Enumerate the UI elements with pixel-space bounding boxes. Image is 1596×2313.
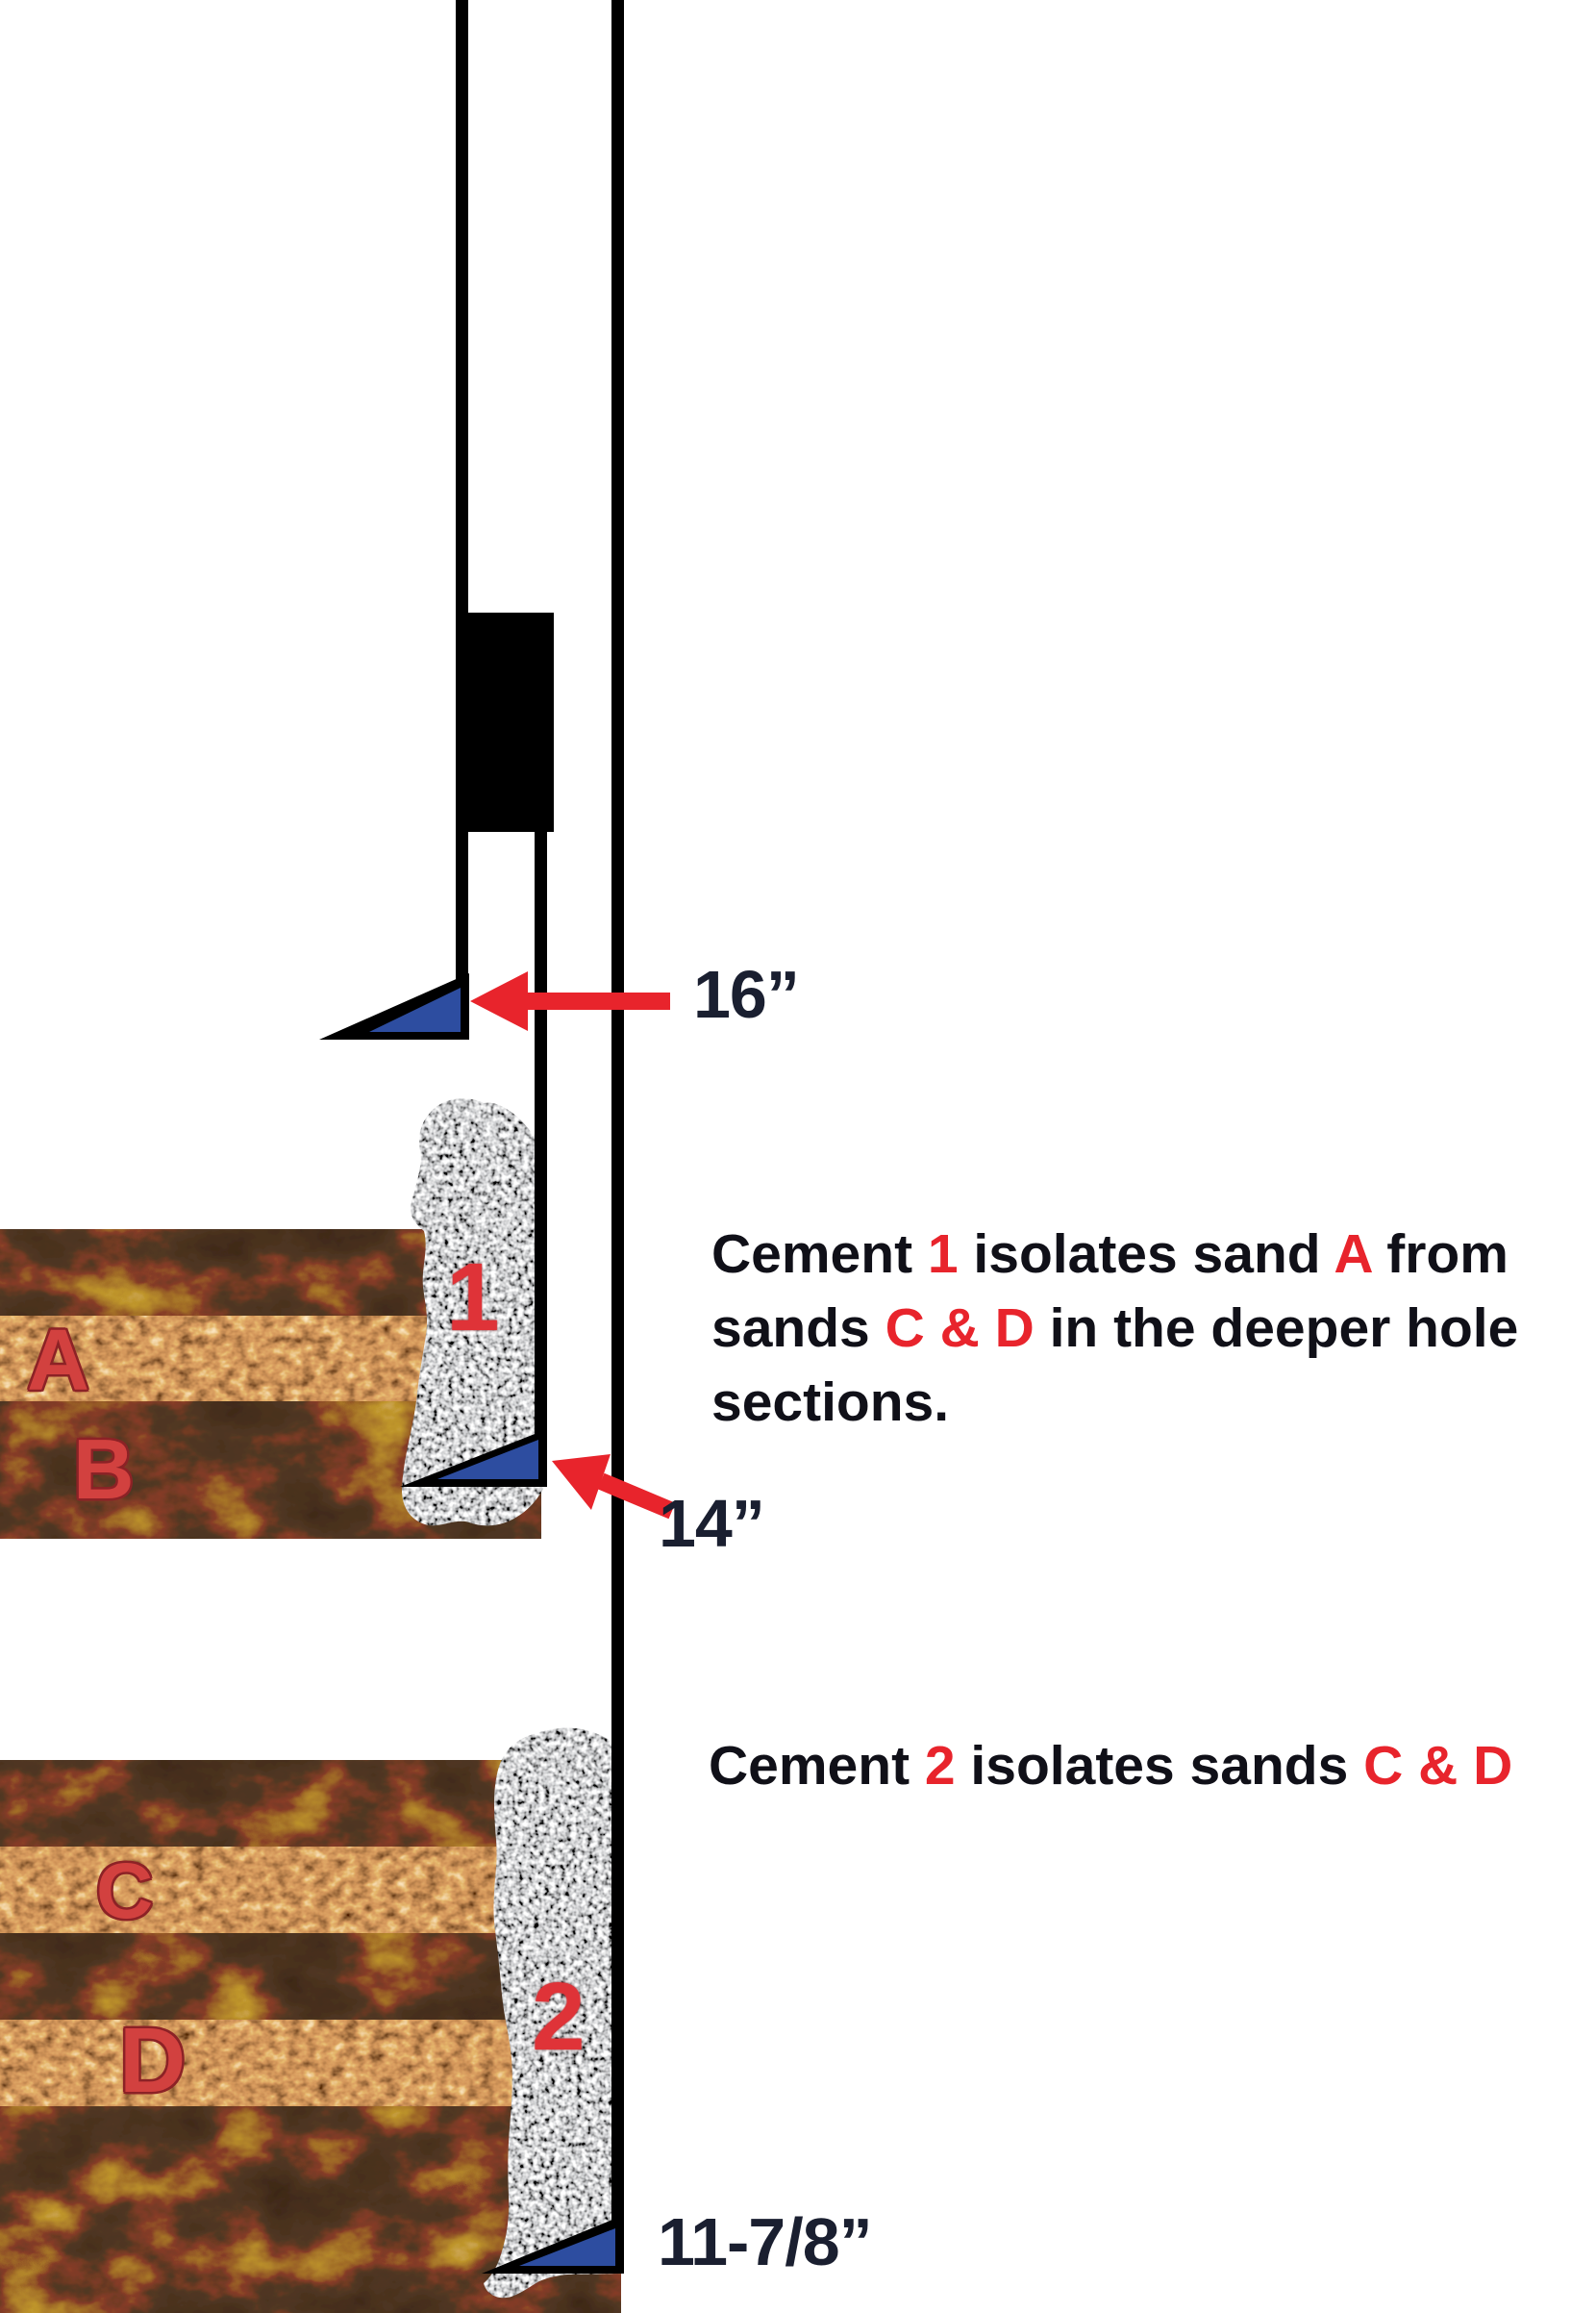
note-cement-1-line2: sands C & D in the deeper hole [711,1292,1518,1366]
shoe-16-blue [369,988,461,1032]
note-text: from [1371,1223,1509,1285]
note-cement-2: Cement 2 isolates sands C & D [709,1729,1512,1803]
note-text: isolates sand [958,1223,1334,1285]
note-text: in the deeper hole [1034,1297,1519,1359]
note-cement-1: Cement 1 isolates sand A from sands C & … [711,1218,1518,1440]
note-text: sections. [711,1371,950,1433]
note-text: Cement [709,1735,925,1797]
liner-hanger-block [456,613,554,832]
arrow-16 [470,971,670,1031]
label-14-inch: 14” [659,1486,765,1561]
note-text: isolates sands [955,1735,1364,1797]
cement-2-column [484,1727,623,2299]
label-cement-1: 1 [446,1244,500,1351]
note-text-red: C & D [1363,1735,1513,1797]
shoe-16 [319,973,469,1040]
arrow-14 [552,1454,676,1520]
label-sand-d: D [119,2009,187,2112]
arrow-14-shaft [597,1472,676,1520]
label-sand-b: B [73,1421,135,1517]
shoe-11-78-blue [519,2228,615,2266]
label-sand-c: C [96,1848,154,1935]
casing-14-line [535,830,547,1487]
cement-1-shape [402,1098,544,1526]
note-text: Cement [711,1223,928,1285]
arrow-16-head [470,971,528,1031]
casing-16-line [456,0,468,1034]
note-text-red: 2 [924,1735,956,1797]
note-text-red: C & D [885,1297,1035,1359]
cement-2-shape [484,1727,623,2299]
shoe-14 [400,1429,547,1487]
wellbore-right-line [611,0,624,2274]
label-16-inch: 16” [693,957,800,1032]
note-text-red: A [1334,1223,1372,1285]
note-cement-1-line1: Cement 1 isolates sand A from [711,1218,1518,1292]
note-text: sands [711,1297,885,1359]
note-cement-2-line1: Cement 2 isolates sands C & D [709,1729,1512,1803]
label-sand-a: A [27,1313,89,1409]
shoe-11-78 [482,2215,624,2274]
label-cement-2: 2 [532,1963,586,2071]
cement-1-column [402,1098,544,1526]
shoe-14-blue [437,1440,538,1479]
arrow-14-head [552,1454,611,1510]
note-text-red: 1 [927,1223,959,1285]
label-11-78-inch: 11-7/8” [658,2204,873,2279]
note-cement-1-line3: sections. [711,1366,1518,1440]
